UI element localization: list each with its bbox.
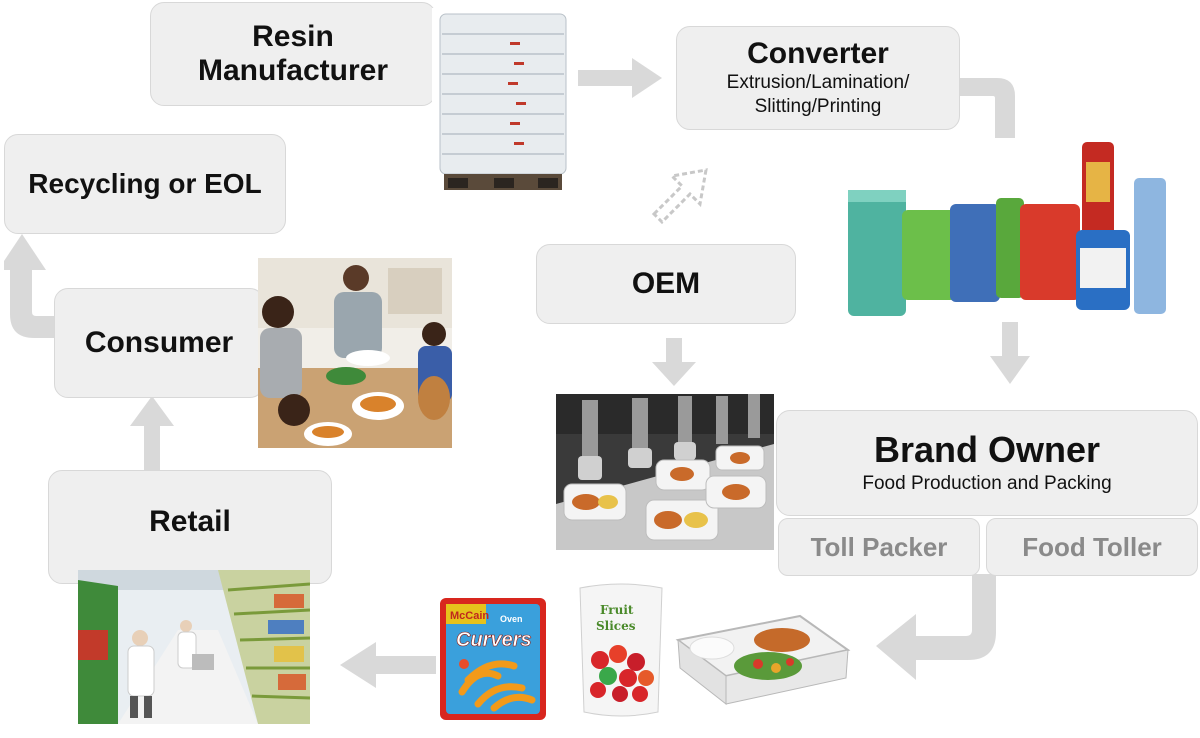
toll-packer-box: Toll Packer: [778, 518, 980, 576]
brand-owner-title: Brand Owner: [873, 429, 1101, 470]
family-dining-photo: [258, 258, 452, 448]
arrow-consumer-to-recycling: [4, 234, 58, 338]
arrow-retail-to-consumer: [130, 396, 174, 474]
candy-label-line2: Slices: [596, 619, 636, 633]
recycling-title: Recycling or EOL: [28, 168, 262, 199]
arrow-resin-to-converter: [578, 58, 662, 98]
resin-manufacturer-box: Resin Manufacturer: [150, 2, 436, 106]
consumer-box: Consumer: [54, 288, 264, 398]
retail-box: Retail: [48, 470, 332, 584]
candy-bag-photo: Fruit Slices: [570, 580, 672, 720]
fries-bag-photo: McCain Oven Curvers: [438, 596, 548, 722]
brand-owner-box: Brand Owner Food Production and Packing: [776, 410, 1198, 516]
converter-box: Converter Extrusion/Lamination/ Slitting…: [676, 26, 960, 130]
arrow-oem-to-machine: [652, 338, 696, 386]
fries-name-label: Curvers: [456, 629, 532, 651]
recycling-box: Recycling or EOL: [4, 134, 286, 234]
arrow-packaging-to-retail: [340, 642, 436, 688]
packaging-machine-photo: [556, 394, 774, 550]
converter-subtitle-line1: Extrusion/Lamination/: [726, 72, 910, 93]
brand-owner-subtitle: Food Production and Packing: [862, 473, 1112, 494]
resin-manufacturer-title-line1: Resin: [252, 20, 334, 53]
toll-packer-title: Toll Packer: [810, 531, 948, 562]
arrow-film-to-brand-owner: [990, 322, 1030, 384]
candy-label-line1: Fruit: [600, 603, 634, 617]
film-rolls-photo: [846, 138, 1166, 320]
food-toller-box: Food Toller: [986, 518, 1198, 576]
converter-title: Converter: [747, 37, 889, 70]
resin-manufacturer-title-line2: Manufacturer: [197, 54, 389, 87]
retail-title: Retail: [149, 505, 231, 538]
supermarket-photo: [78, 570, 310, 724]
oem-box: OEM: [536, 244, 796, 324]
converter-subtitle-line2: Slitting/Printing: [754, 96, 882, 117]
arrow-brand-owner-to-packaging: [876, 574, 996, 680]
fries-sub-label: Oven: [500, 614, 523, 624]
fries-brand-label: McCain: [450, 610, 489, 622]
arrow-oem-to-converter: [651, 168, 708, 225]
food-toller-title: Food Toller: [1022, 531, 1162, 562]
food-tray-photo: [672, 606, 852, 710]
oem-title: OEM: [631, 267, 701, 300]
resin-pallet-photo: [432, 8, 574, 194]
consumer-title: Consumer: [84, 326, 234, 359]
